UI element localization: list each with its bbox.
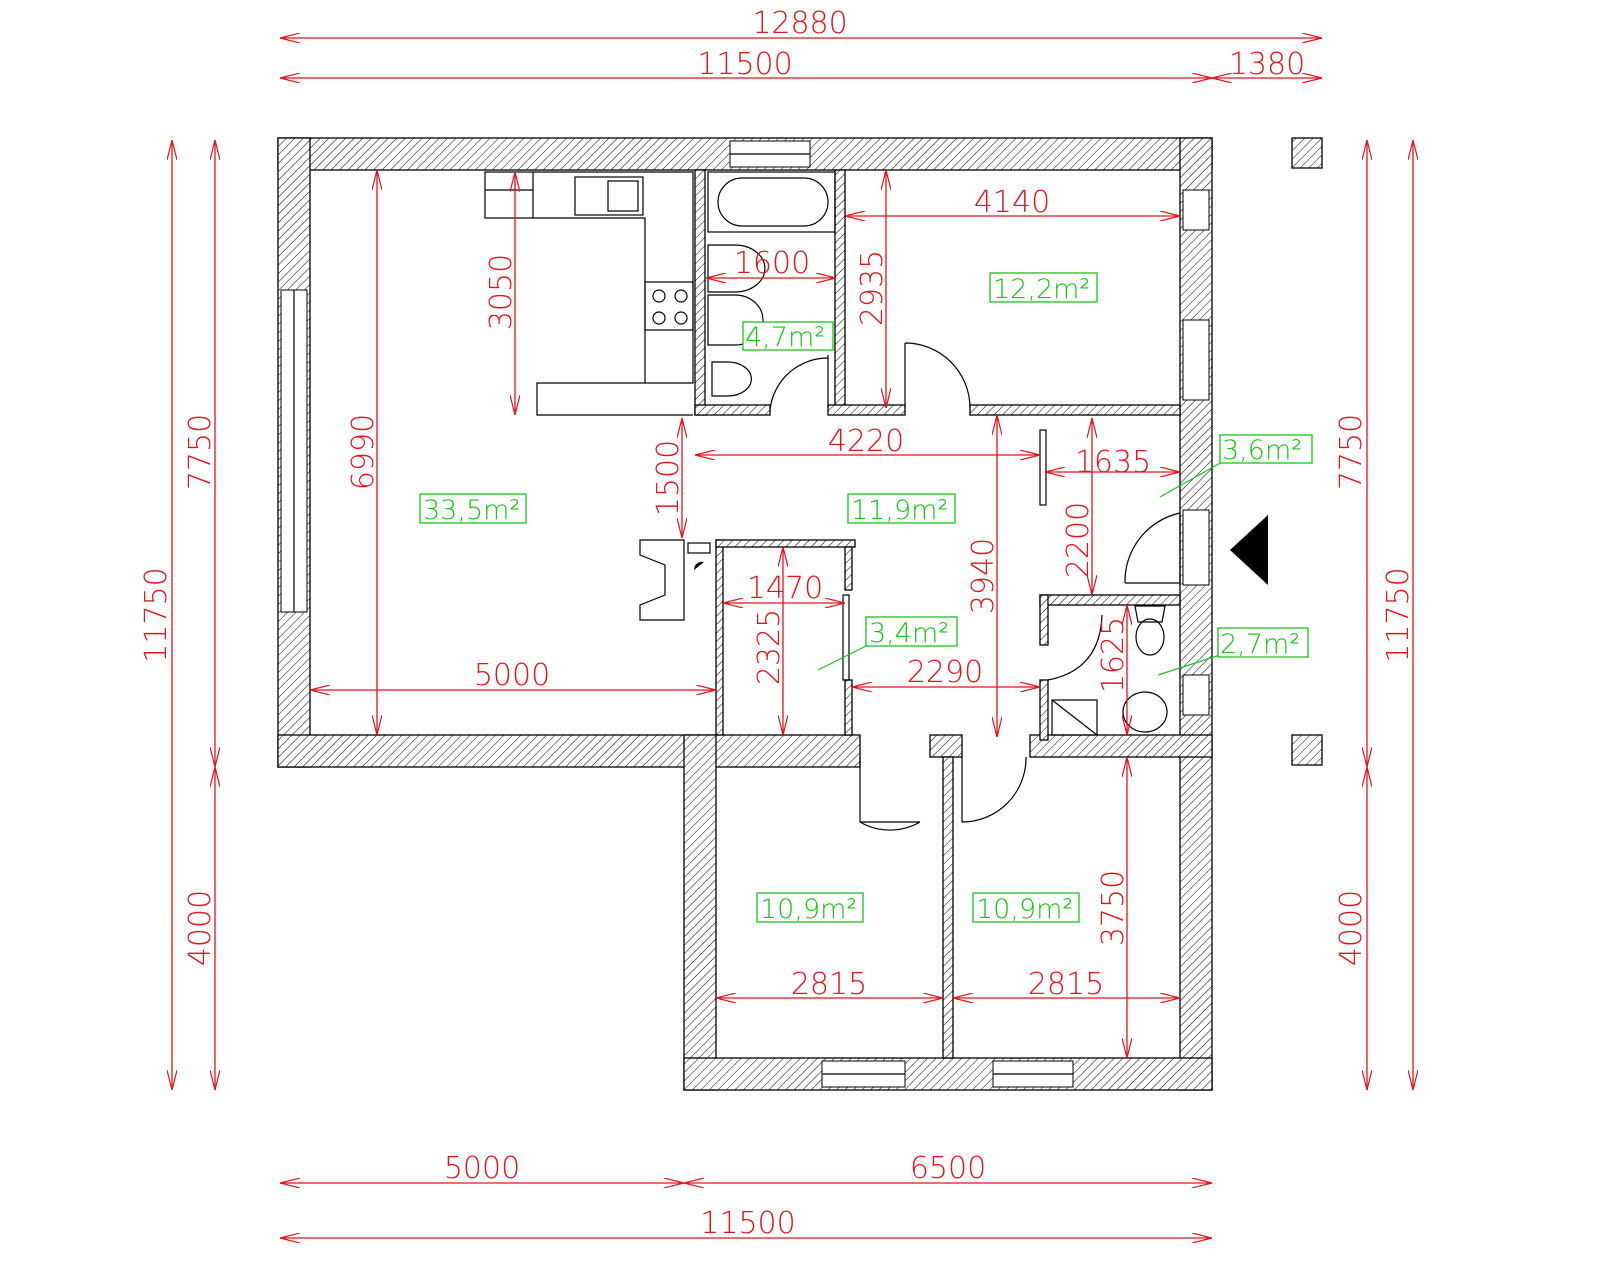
- dim-bedroom-left-width: 2815: [716, 967, 943, 1002]
- svg-text:1470: 1470: [747, 571, 823, 606]
- windows: [280, 140, 1210, 1088]
- svg-text:7750: 7750: [1334, 414, 1369, 490]
- washbasin-icon: [707, 244, 766, 293]
- dim-bedroom-top-depth: 2935: [855, 170, 890, 408]
- area-closet: 3,4m²: [817, 616, 958, 671]
- svg-text:5000: 5000: [444, 1151, 520, 1186]
- svg-text:3050: 3050: [484, 254, 519, 330]
- svg-text:11750: 11750: [139, 567, 174, 662]
- sliding-door: [842, 594, 850, 681]
- toilet-icon: [1134, 605, 1166, 656]
- porch-column: [1291, 137, 1323, 169]
- svg-text:1635: 1635: [1075, 445, 1151, 480]
- porch-column: [1291, 734, 1323, 766]
- svg-text:4000: 4000: [1334, 890, 1369, 966]
- svg-text:11500: 11500: [697, 47, 792, 82]
- dim-right-total: 11750: [1381, 140, 1416, 1090]
- toilet-icon: [711, 361, 752, 397]
- dim-right-upper: 7750: [1334, 140, 1369, 767]
- dim-bottom-total: 11500: [280, 1206, 1212, 1241]
- svg-text:3750: 3750: [1096, 870, 1131, 946]
- bathtub-icon: [717, 177, 829, 227]
- svg-text:11,9m²: 11,9m²: [851, 495, 948, 526]
- svg-text:4,7m²: 4,7m²: [745, 322, 825, 353]
- stove-icon: [644, 281, 694, 331]
- svg-text:2,7m²: 2,7m²: [1220, 629, 1300, 660]
- dim-closet-width: 1470: [723, 571, 845, 606]
- area-bedroom-left: 10,9m²: [756, 892, 864, 925]
- dim-top-building: 11500: [280, 47, 1212, 82]
- dim-corridor-width: 2290: [852, 655, 1040, 690]
- fridge: [484, 171, 534, 219]
- area-bedroom-right: 10,9m²: [972, 892, 1080, 925]
- svg-text:4220: 4220: [828, 424, 904, 459]
- svg-text:12880: 12880: [752, 6, 847, 41]
- dim-bedroom-top-width: 4140: [845, 185, 1180, 220]
- entrance-arrow-icon: [1230, 515, 1268, 585]
- dim-left-total: 11750: [139, 140, 174, 1090]
- svg-text:2815: 2815: [1028, 967, 1104, 1002]
- svg-text:4000: 4000: [183, 890, 218, 966]
- dimensions: 12880 11500 1380 11750 7750 4000 7750 11…: [139, 6, 1416, 1241]
- dim-left-upper: 7750: [183, 140, 218, 767]
- sliding-door: [1039, 429, 1047, 506]
- svg-text:11750: 11750: [1381, 567, 1416, 662]
- svg-text:33,5m²: 33,5m²: [423, 495, 520, 526]
- svg-text:10,9m²: 10,9m²: [760, 894, 857, 925]
- svg-text:4140: 4140: [974, 185, 1050, 220]
- dim-entry-width: 1635: [1045, 445, 1180, 480]
- svg-text:12,2m²: 12,2m²: [993, 274, 1090, 305]
- area-bedroom-top: 12,2m²: [989, 272, 1098, 305]
- svg-text:3,4m²: 3,4m²: [869, 618, 949, 649]
- dim-hall-gap: 1500: [651, 418, 686, 538]
- dim-bedroom-right-width: 2815: [953, 967, 1180, 1002]
- area-wc: 2,7m²: [1157, 627, 1309, 676]
- svg-text:2325: 2325: [752, 609, 787, 685]
- svg-text:2935: 2935: [855, 250, 890, 326]
- walls: [277, 137, 1323, 1091]
- dim-closet-depth: 2325: [752, 547, 787, 735]
- svg-text:3,6m²: 3,6m²: [1222, 435, 1302, 466]
- svg-text:2200: 2200: [1061, 502, 1096, 578]
- dim-bottom-right: 6500: [684, 1151, 1212, 1186]
- svg-text:6500: 6500: [910, 1151, 986, 1186]
- area-bathroom: 4,7m²: [742, 321, 834, 353]
- washbasin-icon: [1122, 691, 1168, 733]
- entrance-door-opening: [1182, 509, 1210, 586]
- svg-text:7750: 7750: [183, 414, 218, 490]
- svg-text:6990: 6990: [346, 414, 381, 490]
- svg-text:11500: 11500: [700, 1206, 795, 1241]
- dim-living-width: 5000: [310, 658, 716, 693]
- dim-kitchen-depth: 3050: [484, 172, 519, 415]
- dim-right-lower: 4000: [1334, 767, 1369, 1090]
- dim-entry-depth: 2200: [1061, 418, 1096, 595]
- dim-bedroom-depth: 3750: [1096, 757, 1131, 1058]
- shower-icon: [1051, 699, 1098, 736]
- dim-left-lower: 4000: [183, 767, 218, 1090]
- area-entry: 3,6m²: [1159, 434, 1313, 498]
- svg-text:2290: 2290: [907, 655, 983, 690]
- dim-hall-depth: 3940: [966, 415, 1001, 737]
- svg-text:1500: 1500: [651, 440, 686, 516]
- svg-text:10,9m²: 10,9m²: [976, 894, 1073, 925]
- svg-text:1625: 1625: [1096, 617, 1131, 693]
- svg-text:5000: 5000: [474, 658, 550, 693]
- dim-top-total: 12880: [280, 6, 1322, 41]
- area-living: 33,5m²: [419, 493, 527, 526]
- area-labels: 33,5m² 11,9m² 12,2m² 4,7m² 3,6m² 3,4m² 2…: [419, 272, 1313, 925]
- svg-text:2815: 2815: [791, 967, 867, 1002]
- dim-bottom-left: 5000: [280, 1151, 684, 1186]
- fireplace-icon: [639, 539, 685, 621]
- svg-text:3940: 3940: [966, 538, 1001, 614]
- dim-living-depth: 6990: [346, 170, 381, 735]
- dim-top-porch: 1380: [1212, 47, 1322, 82]
- area-hall: 11,9m²: [847, 493, 956, 526]
- sink-icon: [574, 176, 644, 216]
- doors-furniture: [484, 171, 1181, 831]
- dim-bath-width: 1600: [706, 246, 836, 281]
- dim-hall-width: 4220: [695, 424, 1040, 459]
- svg-text:1600: 1600: [734, 246, 810, 281]
- dim-wc-depth: 1625: [1096, 605, 1131, 735]
- svg-text:1380: 1380: [1229, 47, 1305, 82]
